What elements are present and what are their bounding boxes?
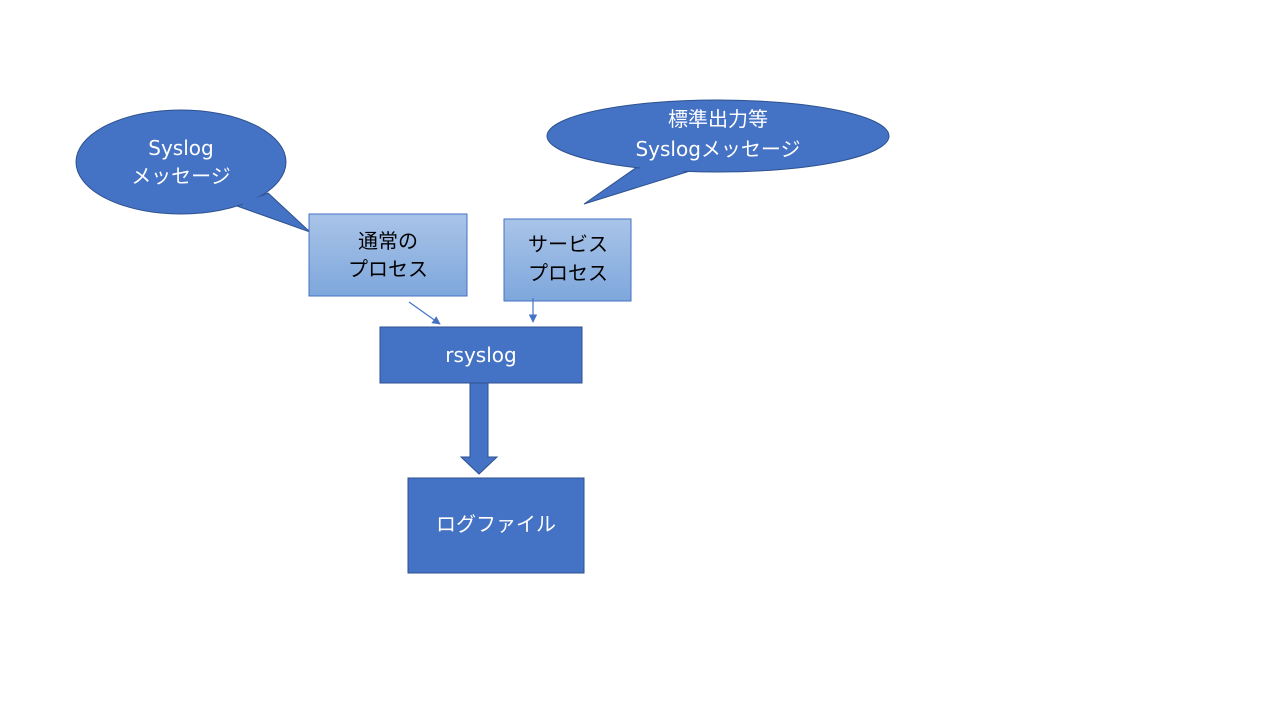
service-process-line1: サービス (528, 232, 608, 256)
normal-process-line1: 通常の (358, 229, 418, 253)
normal-process-line2: プロセス (348, 257, 428, 281)
rsyslog-label: rsyslog (445, 343, 516, 367)
log-file-label: ログファイル (436, 512, 556, 536)
callout-syslog-line1: Syslog (148, 136, 213, 160)
normal-process-box: 通常の プロセス (308, 213, 468, 297)
log-file-box: ログファイル (407, 477, 585, 574)
callout-stdout-line2: Syslogメッセージ (635, 137, 800, 161)
service-process-rect (503, 218, 632, 302)
rsyslog-to-logfile-arrow (459, 382, 499, 475)
callout-stdout-message: 標準出力等 Syslogメッセージ (546, 99, 890, 205)
service-process-line2: プロセス (528, 261, 608, 285)
callout-syslog-ellipse (75, 109, 287, 215)
log-file-rect (407, 477, 585, 574)
service-process-box: サービス プロセス (503, 218, 632, 302)
callout-syslog-line2: メッセージ (131, 164, 231, 188)
normal-to-rsyslog-arrow (408, 301, 441, 325)
callout-stdout-line1: 標準出力等 (668, 107, 768, 131)
callout-syslog-message: Syslog メッセージ (75, 109, 311, 233)
rsyslog-rect (379, 326, 583, 384)
rsyslog-box: rsyslog (379, 326, 583, 384)
callout-stdout-ellipse (546, 99, 890, 173)
normal-process-rect (308, 213, 468, 297)
